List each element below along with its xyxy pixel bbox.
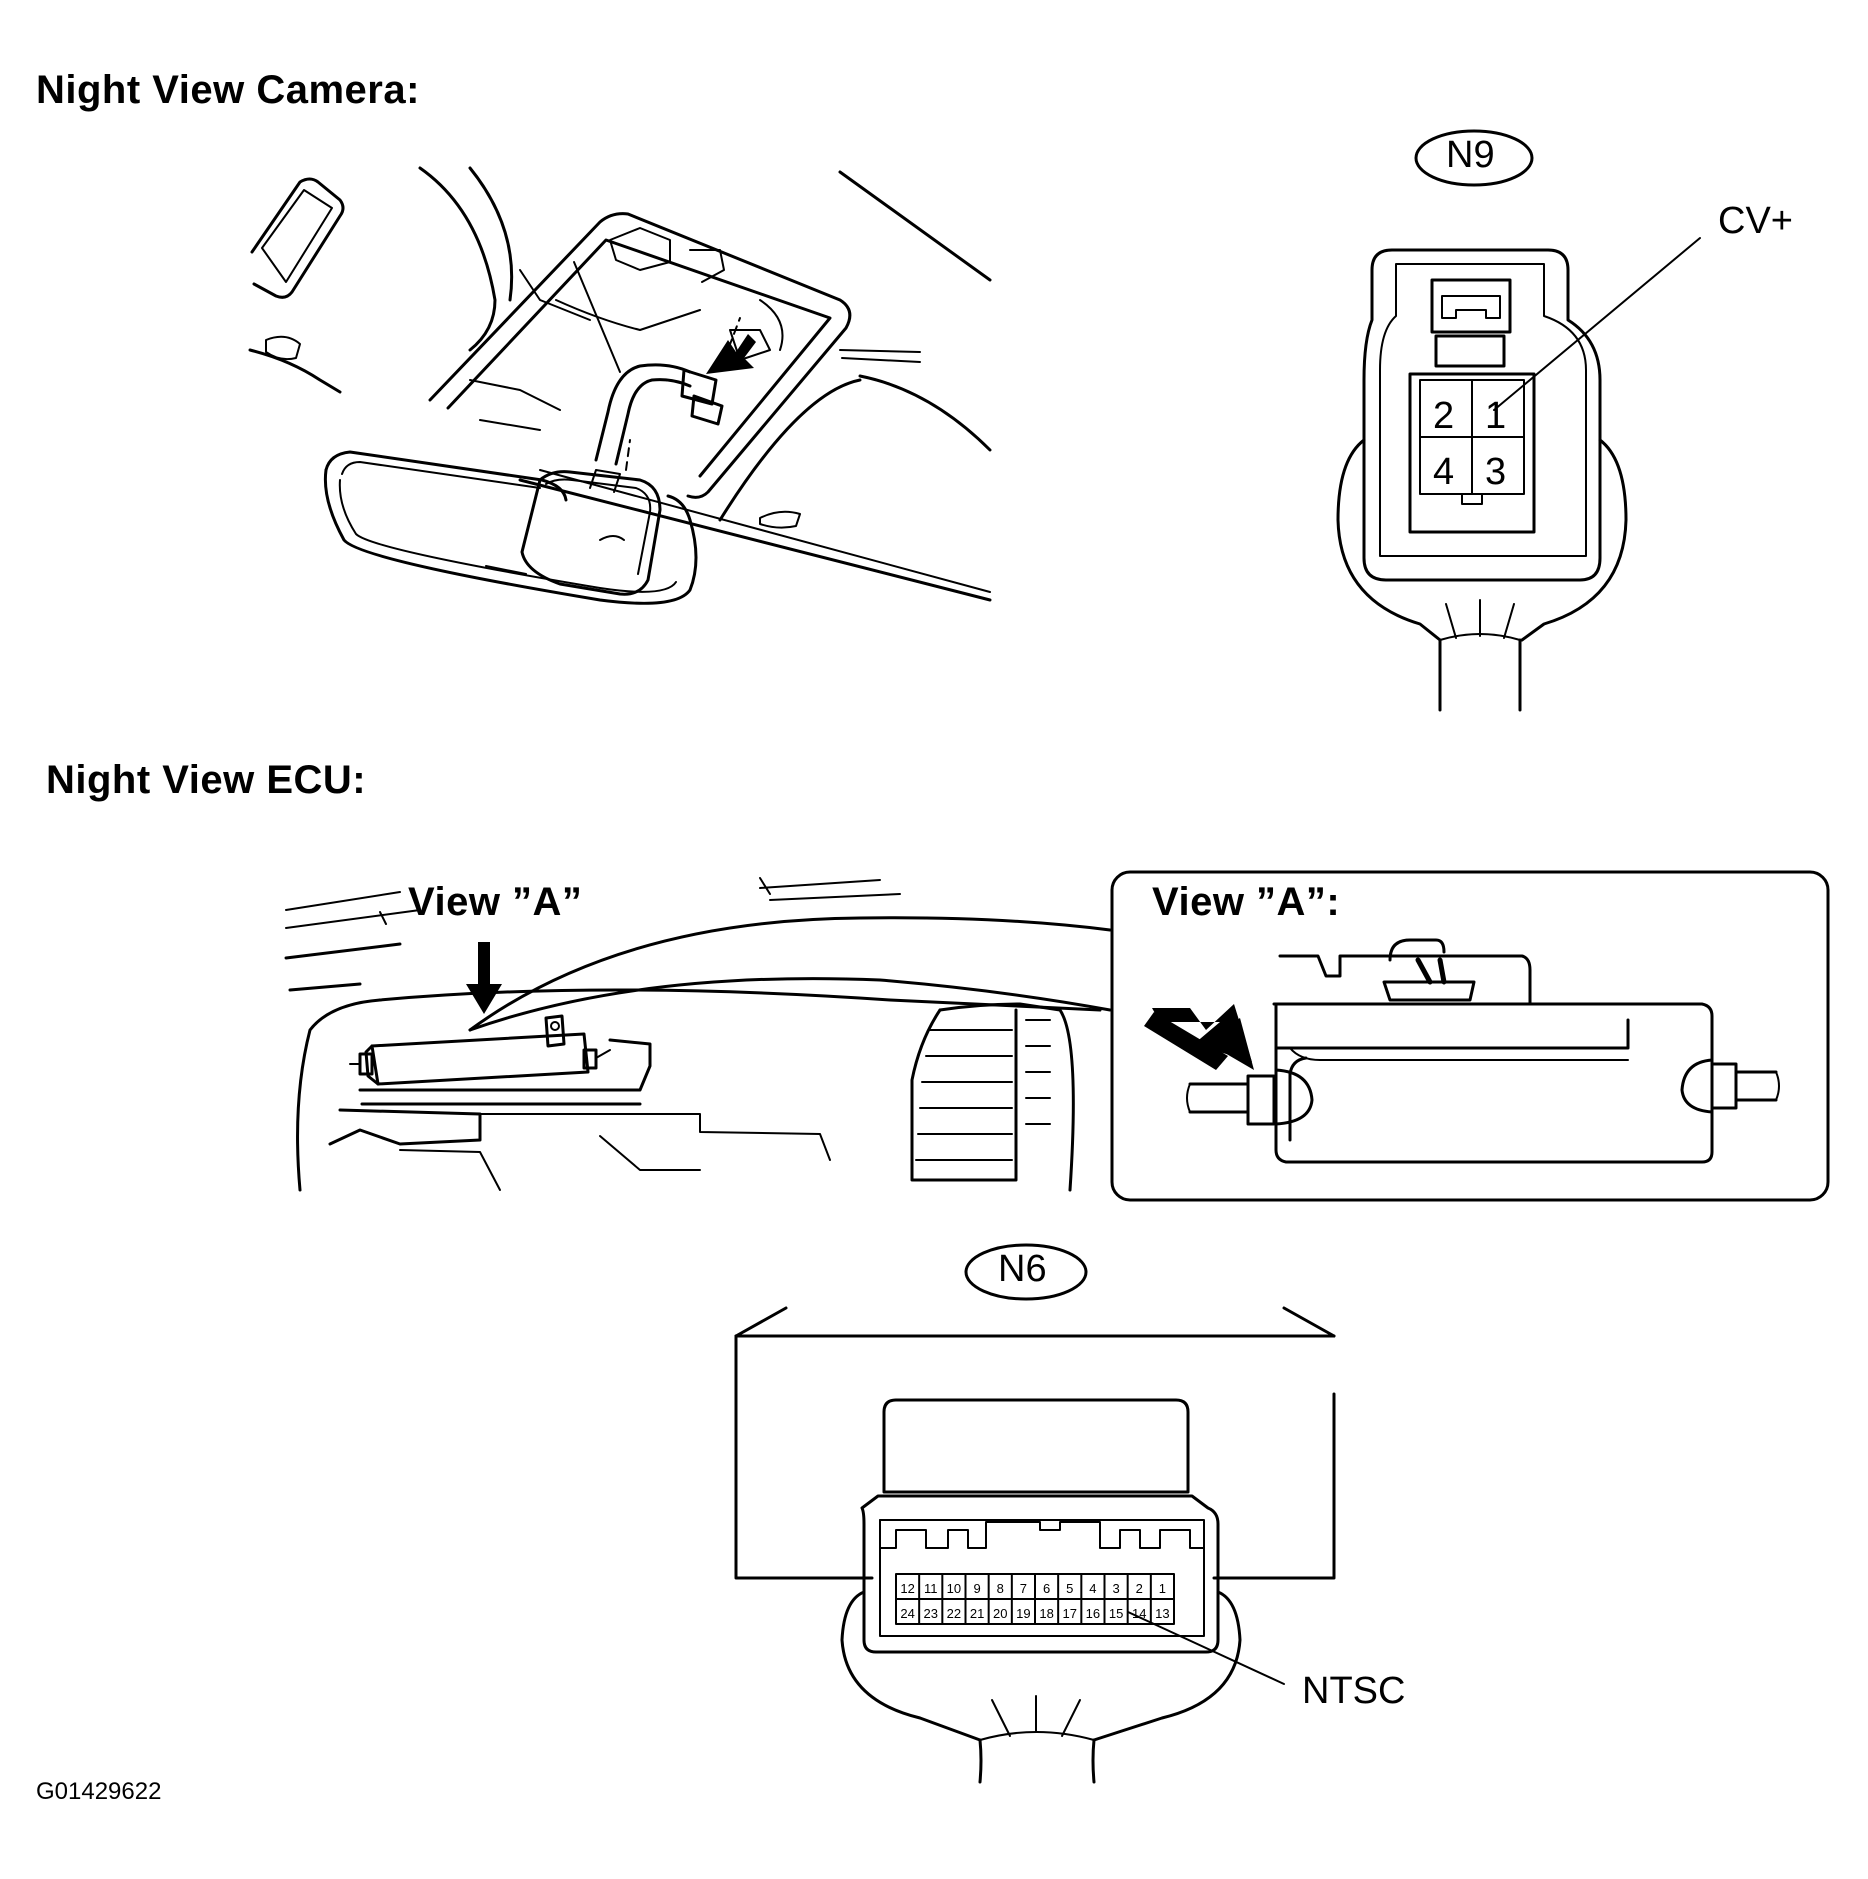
n6-pin-14: 14	[1132, 1606, 1146, 1621]
n6-pin-18: 18	[1039, 1606, 1053, 1621]
n6-pin-10: 10	[947, 1581, 961, 1596]
n6-pin-19: 19	[1016, 1606, 1030, 1621]
n6-pin-8: 8	[997, 1581, 1004, 1596]
n6-connector-id: N6	[998, 1248, 1047, 1290]
cv-plus-label: CV+	[1718, 200, 1793, 242]
n6-pin-5: 5	[1066, 1581, 1073, 1596]
n6-pin-17: 17	[1063, 1606, 1077, 1621]
n6-pin-9: 9	[973, 1581, 980, 1596]
n6-pin-20: 20	[993, 1606, 1007, 1621]
n6-pin-11: 11	[924, 1581, 938, 1596]
view-a-inset	[1110, 870, 1830, 1202]
n9-pin-2: 2	[1433, 395, 1454, 437]
n6-pin-2: 2	[1136, 1581, 1143, 1596]
view-a-frame	[1110, 870, 1830, 1202]
n6-pin-7: 7	[1020, 1581, 1027, 1596]
ecu-illustration	[284, 877, 1112, 1192]
n6-pin-15: 15	[1109, 1606, 1123, 1621]
n9-connector: 2 1 4 3	[1336, 129, 1701, 712]
figure-code: G01429622	[36, 1778, 162, 1805]
ntsc-label: NTSC	[1302, 1670, 1406, 1712]
view-a-inset-label: View ”A”:	[1152, 880, 1341, 924]
n9-id-bubble	[1414, 129, 1534, 187]
n6-pin-3: 3	[1112, 1581, 1119, 1596]
n6-pin-6: 6	[1043, 1581, 1050, 1596]
n6-pin-24: 24	[900, 1606, 914, 1621]
n6-pin-21: 21	[970, 1606, 984, 1621]
camera-heading: Night View Camera:	[36, 68, 420, 112]
n9-connector-id: N9	[1446, 134, 1495, 176]
n6-pin-13: 13	[1155, 1606, 1169, 1621]
n6-pin-23: 23	[924, 1606, 938, 1621]
n9-pin-3: 3	[1485, 451, 1506, 493]
n6-pin-1: 1	[1159, 1581, 1166, 1596]
cv-plus-leader	[1493, 237, 1701, 411]
n6-pin-22: 22	[947, 1606, 961, 1621]
ecu-heading: Night View ECU:	[46, 758, 367, 802]
ntsc-leader	[1127, 1611, 1285, 1685]
n6-pin-12: 12	[900, 1581, 914, 1596]
n6-pin-16: 16	[1086, 1606, 1100, 1621]
view-a-label: View ”A”	[408, 880, 583, 924]
n6-id-bubble	[964, 1243, 1088, 1301]
n9-pin-4: 4	[1433, 451, 1454, 493]
n6-pin-4: 4	[1089, 1581, 1096, 1596]
camera-illustration	[248, 166, 992, 605]
